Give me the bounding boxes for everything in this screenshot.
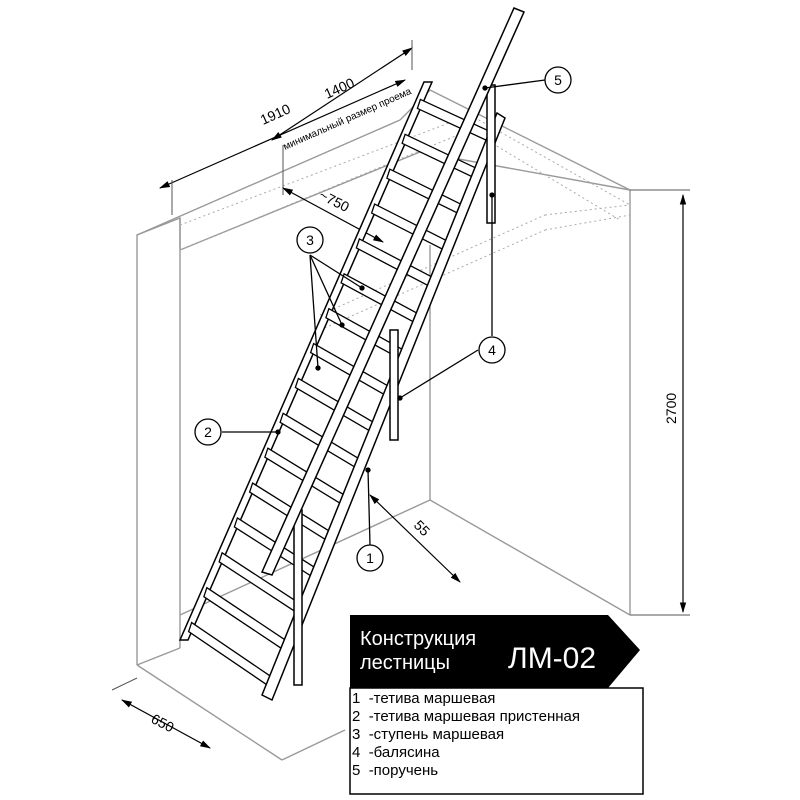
callout-5-label: 5: [554, 72, 562, 88]
title-line2: лестницы: [360, 652, 450, 674]
legend-item-4: 4 -балясина: [352, 744, 642, 762]
callout-4-label: 4: [488, 342, 496, 358]
baluster: [486, 84, 496, 224]
legend-num: 2: [352, 708, 361, 725]
callout-5: 5: [544, 66, 572, 94]
legend-text: -тетива маршевая пристенная: [368, 708, 581, 725]
callout-3: 3: [296, 226, 324, 254]
legend-num: 3: [352, 726, 361, 743]
callout-2: 2: [194, 418, 222, 446]
baluster: [389, 329, 399, 441]
legend-text: -ступень маршевая: [368, 726, 505, 743]
dim-1400: 1400: [322, 74, 357, 101]
legend-frame: [349, 687, 644, 795]
handrail: [260, 7, 526, 576]
legend-num: 5: [352, 762, 361, 779]
legend-text: -поручень: [368, 762, 439, 779]
baluster: [293, 509, 303, 686]
legend-num: 1: [352, 690, 361, 707]
dimension-lines: [111, 40, 690, 749]
dim-650: 650: [149, 710, 177, 735]
title-block: [350, 615, 640, 688]
front-stringer: [261, 111, 506, 702]
callout-2-label: 2: [204, 424, 212, 440]
legend-item-1: 1 -тетива маршевая: [352, 690, 642, 708]
wall-stringer: [178, 81, 434, 641]
legend-item-3: 3 -ступень маршевая: [352, 726, 642, 744]
callout-1-label: 1: [366, 550, 374, 566]
dim-2700: 2700: [663, 393, 679, 424]
dim-750: ~750: [317, 186, 353, 215]
legend-item-2: 2 -тетива маршевая пристенная: [352, 708, 642, 726]
callout-4: 4: [478, 336, 506, 364]
legend-text: -балясина: [368, 744, 440, 761]
callout-1: 1: [356, 544, 384, 572]
dim-1910: 1910: [258, 100, 293, 127]
title-line1: Конструкция: [360, 628, 477, 650]
callout-3-label: 3: [306, 232, 314, 248]
staircase: [178, 7, 526, 702]
callout-leaders: [222, 79, 546, 546]
title-model: ЛМ-02: [508, 642, 597, 675]
legend-num: 4: [352, 744, 361, 761]
dim-55: 55: [411, 517, 433, 539]
legend-text: -тетива маршевая: [368, 690, 496, 707]
legend: 1 -тетива маршевая 2 -тетива маршевая пр…: [352, 690, 642, 794]
callouts: 1 2 3 4 5: [194, 66, 572, 572]
legend-item-5: 5 -поручень: [352, 762, 642, 780]
